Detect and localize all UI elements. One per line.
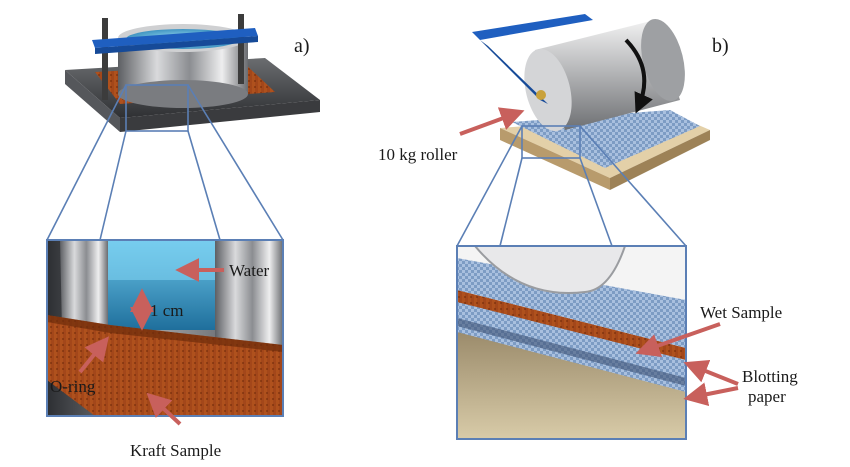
water-label: Water: [229, 261, 269, 280]
zoom-inset-a: [46, 239, 284, 417]
wet-sample-arrow: [635, 322, 721, 357]
blotting-arrow-lower: [683, 382, 739, 407]
blotting-label-line1: Blotting: [742, 367, 798, 386]
panel-b-tag: b): [712, 35, 729, 57]
blotting-label-line2: paper: [748, 387, 786, 406]
panel-b: b) 10 kg roller Wet: [378, 14, 798, 440]
kraft-label: Kraft Sample: [130, 441, 221, 460]
roller-label: 10 kg roller: [378, 145, 458, 164]
apparatus-b-roller: [524, 18, 685, 132]
apparatus-b-frame: [472, 14, 593, 104]
height-label: 1 cm: [150, 301, 184, 320]
rotation-arrow: [624, 38, 653, 114]
apparatus-a-clamp: [92, 14, 258, 100]
zoom-region-a: [125, 84, 189, 132]
blotting-arrow-upper: [683, 359, 739, 386]
wet-sample-label: Wet Sample: [700, 303, 782, 322]
oring-arrow: [78, 336, 110, 374]
zoom-inset-b-frame: [456, 245, 687, 440]
roller-arrow: [459, 107, 525, 136]
kraft-arrow: [146, 392, 182, 426]
zoom-inset-b: [456, 245, 687, 440]
panel-a: a) Water 1 cm O-ring: [46, 14, 320, 460]
zoom-region-b: [521, 125, 581, 159]
oring-label: O-ring: [50, 377, 96, 396]
panel-a-tag: a): [294, 35, 310, 57]
